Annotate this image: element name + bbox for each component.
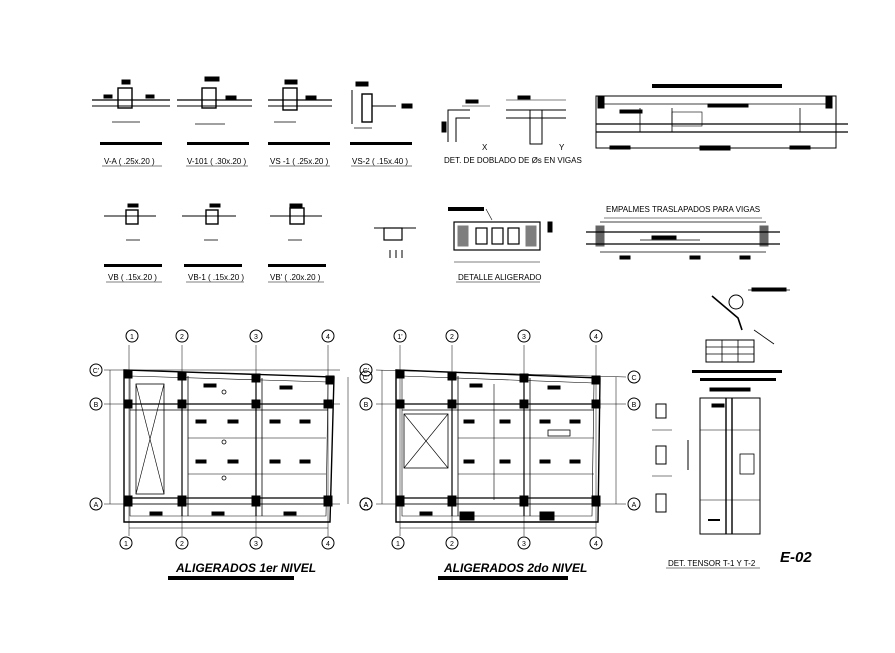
plan2-axis-bottom-1: 1: [396, 541, 400, 548]
plan1-axis-top-3: 3: [254, 334, 258, 341]
bend-detail-title: DET. DE DOBLADO DE Øs EN VIGAS: [444, 156, 582, 165]
tensor-detail-title: DET. TENSOR T-1 Y T-2: [668, 559, 756, 568]
beam-section-vs-1: [268, 79, 332, 145]
plan2-axis-top-2: 2: [450, 334, 454, 341]
plan2-axis-bottom-4: 4: [594, 541, 598, 548]
plan2-axis-top-1: 1': [397, 334, 402, 341]
sheet-number: E-02: [780, 549, 812, 566]
beam-label-vb: VB ( .15x.20 ): [108, 273, 157, 282]
plan2-axis-left-c: C': [363, 368, 369, 375]
plan2-axis-right-a: A: [632, 502, 637, 509]
plan2-axis-top-4: 4: [594, 334, 598, 341]
plan-1-floor: [89, 329, 373, 550]
beam-label-vb-prime: VB' ( .20x.20 ): [270, 273, 321, 282]
plan1-axis-bottom-1: 1: [124, 541, 128, 548]
plan-2-floor: [359, 329, 641, 550]
beam-label-v-a: V-A ( .25x.20 ): [104, 157, 155, 166]
beam-label-vs-2: VS-2 ( .15x.40 ): [352, 157, 408, 166]
plan1-axis-top-1: 1: [130, 334, 134, 341]
plan2-axis-right-b: B: [632, 402, 637, 409]
plan2-axis-top-3: 3: [522, 334, 526, 341]
beam-longitudinal-detail: [595, 84, 848, 151]
beam-section-vs-2: [350, 81, 413, 145]
hook-detail: [692, 287, 790, 381]
plan1-axis-left-a: A: [94, 502, 99, 509]
plan2-axis-bottom-3: 3: [522, 541, 526, 548]
beam-section-vb-prime: [268, 203, 326, 267]
beam-section-v-101: [177, 76, 252, 145]
plan1-axis-top-2: 2: [180, 334, 184, 341]
plan2-axis-left-b: B: [364, 402, 369, 409]
bend-x-label: X: [482, 143, 488, 152]
beam-section-vb-1: [182, 203, 242, 267]
plan2-axis-bottom-2: 2: [450, 541, 454, 548]
aligerado-small-section: [374, 227, 416, 258]
plan-2-title: ALIGERADOS 2do NIVEL: [443, 561, 587, 575]
aligerado-section: [448, 207, 553, 263]
plan1-axis-bottom-2: 2: [180, 541, 184, 548]
plan2-axis-left-a: A: [364, 502, 369, 509]
tensor-detail: [652, 387, 761, 535]
plan1-axis-top-4: 4: [326, 334, 330, 341]
bend-y-label: Y: [559, 143, 565, 152]
bend-detail: X Y: [441, 95, 566, 152]
plan-1-title: ALIGERADOS 1er NIVEL: [175, 561, 316, 575]
plan1-axis-bottom-3: 3: [254, 541, 258, 548]
plan2-axis-right-c: C: [631, 375, 636, 382]
aligerado-detail-title: DETALLE ALIGERADO: [458, 273, 541, 282]
beam-label-v-101: V-101 ( .30x.20 ): [187, 157, 246, 166]
beam-label-vs-1: VS -1 ( .25x.20 ): [270, 157, 329, 166]
plan1-axis-left-b: B: [94, 402, 99, 409]
beam-section-v-a: [92, 79, 170, 145]
beam-label-vb-1: VB-1 ( .15x.20 ): [188, 273, 244, 282]
plan1-axis-bottom-4: 4: [326, 541, 330, 548]
plan1-axis-right-a: A: [364, 502, 369, 509]
splice-detail-title: EMPALMES TRASLAPADOS PARA VIGAS: [606, 205, 760, 214]
plan1-axis-right-c: C': [363, 375, 369, 382]
plan1-axis-left-c: C': [93, 368, 99, 375]
beam-section-vb: [104, 203, 162, 267]
splice-detail: [586, 217, 780, 260]
